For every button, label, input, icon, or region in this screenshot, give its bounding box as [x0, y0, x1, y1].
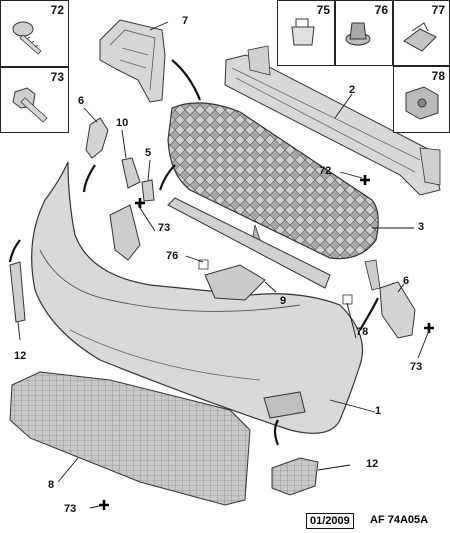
callout-10: 10 [116, 117, 129, 129]
inset-part-77: 77 [393, 0, 450, 66]
inset-label-75: 75 [316, 3, 330, 17]
callout-73-mid: 73 [158, 222, 171, 234]
fog-grille-part-12-right [271, 457, 319, 496]
beam-part-2 [224, 45, 441, 196]
leader-arc-5 [158, 164, 176, 191]
callout-5: 5 [145, 147, 152, 159]
callout-7: 7 [182, 15, 189, 27]
inset-part-78: 78 [393, 66, 450, 133]
leader-arc-6 [82, 164, 96, 193]
callout-1: 1 [375, 405, 382, 417]
fastener-markers [99, 175, 434, 510]
trim-strip-part-9 [167, 197, 331, 289]
bolt-icon [12, 87, 48, 123]
inset-part-76: 76 [335, 0, 393, 66]
inset-part-75: 75 [277, 0, 335, 66]
callout-6-right: 6 [403, 275, 410, 287]
push-clip-icon [291, 18, 315, 46]
inset-part-72: 72 [0, 0, 69, 67]
inset-label-77: 77 [431, 3, 445, 17]
inset-label-73: 73 [50, 70, 64, 84]
leader-arc-12-right [273, 419, 280, 446]
side-strip-part-12-left [9, 261, 26, 323]
bracket-part-6-right [342, 281, 416, 339]
callout-12-left: 12 [14, 350, 27, 362]
bracket-part-6-left [85, 117, 109, 159]
screw-icon [12, 21, 42, 55]
bumper-cover-part-1 [31, 161, 364, 434]
callout-12-right: 12 [366, 458, 379, 470]
callout-9: 9 [280, 295, 287, 307]
callout-73-right: 73 [410, 361, 423, 373]
footer-reference: AF 74A05A [370, 514, 429, 526]
bracket-part-7 [99, 19, 166, 103]
callout-76: 76 [166, 250, 179, 262]
leader-arc-12-left [8, 239, 21, 263]
under-tray-part-8 [9, 371, 251, 506]
clip-part-10 [121, 157, 141, 189]
callout-3: 3 [418, 221, 425, 233]
inset-part-73: 73 [0, 67, 69, 133]
inset-label-76: 76 [374, 3, 388, 17]
leader-arc-7 [171, 59, 202, 101]
callout-8: 8 [48, 479, 55, 491]
inset-label-72: 72 [50, 3, 64, 17]
callout-72: 72 [319, 165, 332, 177]
center-bracket [198, 259, 266, 301]
clip-part-5 [141, 179, 155, 202]
spring-nut-icon [403, 22, 437, 52]
inset-label-78: 78 [431, 69, 445, 83]
square-nut-icon [405, 86, 439, 120]
rivet-clip-icon [345, 22, 371, 46]
callout-78: 78 [356, 326, 369, 338]
callout-2: 2 [349, 84, 356, 96]
callout-73-bottom: 73 [64, 503, 77, 515]
leader-arc-6-right [359, 297, 379, 331]
footer-date: 01/2009 [306, 513, 354, 529]
callout-6-left: 6 [78, 95, 85, 107]
leader-lines [17, 21, 429, 509]
